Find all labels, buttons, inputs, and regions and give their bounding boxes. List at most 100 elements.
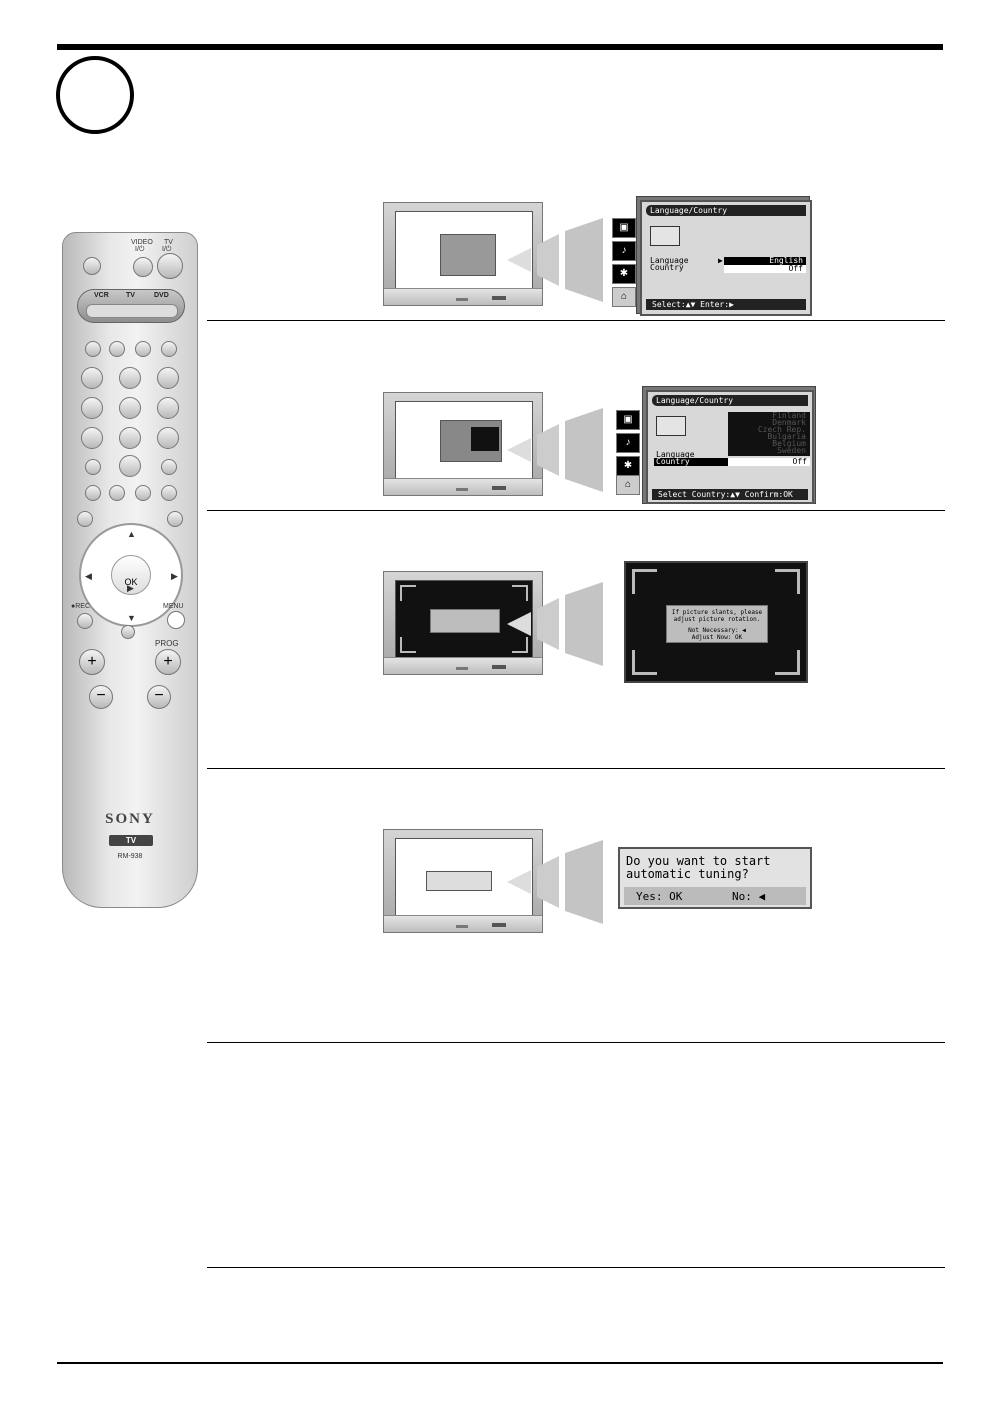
up-arrow-icon: ▲ [127,529,136,539]
tuning-question-1: Do you want to start [626,854,771,868]
menu-button[interactable] [167,611,185,629]
tv-illustration [383,571,543,675]
language-label: Language [650,256,689,265]
video-power-label: I/⏻ [135,246,145,253]
preview-box [656,416,686,436]
function-button[interactable] [135,341,151,357]
frame-corner [512,637,528,653]
number-button[interactable] [119,455,141,477]
frame-corner [512,585,528,601]
picture-button[interactable] [109,485,125,501]
ok-label: OK [124,577,138,587]
play-icon: ▶ [127,583,134,593]
country-option[interactable]: Finland [772,411,806,420]
country-option[interactable]: Bulgaria [767,432,806,441]
tv-led [492,923,506,927]
features-menu-icon[interactable]: ✱ [612,264,636,284]
prog-label: PROG [155,639,179,648]
features-menu-icon[interactable]: ✱ [616,456,640,476]
menu-footer: Select Country:▲▼ Confirm:OK [652,489,808,500]
program-down-button[interactable]: − [147,685,171,709]
setup-menu-icon[interactable]: ⌂ [616,475,640,495]
number-button[interactable] [157,427,179,449]
frame-corner [400,585,416,601]
back-button[interactable] [161,459,177,475]
sound-button[interactable] [85,485,101,501]
frame-corner [775,569,800,594]
country-label: Country [650,263,684,272]
info-button[interactable] [85,459,101,475]
tv-led [492,486,506,490]
section-divider [207,1267,945,1268]
rotation-screen: If picture slants, please adjust picture… [624,561,808,683]
tv-screen [395,401,533,479]
widescreen-button[interactable] [161,485,177,501]
navigation-pad[interactable]: ▲ ▼ ◀ ▶ ▶ OK [79,523,183,627]
rotation-line-2: adjust picture rotation. [673,616,761,623]
country-list[interactable]: Finland Denmark Czech Rep. Bulgaria Belg… [728,412,810,456]
tv-source-label: TV [126,292,135,299]
rotation-thumbnail [430,609,500,633]
volume-down-button[interactable]: − [89,685,113,709]
menu-label: MENU [163,603,184,610]
volume-up-button[interactable]: + [79,649,105,675]
vcr-label: VCR [94,292,109,299]
frame-corner [632,569,657,594]
guide-button[interactable] [167,511,183,527]
number-button[interactable] [119,427,141,449]
sound-menu-icon[interactable]: ♪ [616,433,640,453]
section-divider [207,1042,945,1043]
source-selector[interactable]: VCR TV DVD [77,289,185,323]
picture-menu-icon[interactable]: ▣ [616,410,640,430]
country-menu: Language/Country Finland Denmark Czech R… [646,390,814,504]
screen-button[interactable] [135,485,151,501]
number-button[interactable] [81,397,103,419]
tv-base [384,915,542,932]
country-option[interactable]: Sweden [777,446,806,455]
rec-label: ●REC [71,603,91,610]
mute-button[interactable] [83,257,101,275]
no-option[interactable]: No: ◀ [732,890,766,903]
number-button[interactable] [119,397,141,419]
source-slider[interactable] [86,304,178,318]
number-button[interactable] [81,427,103,449]
zoom-beam [507,408,603,492]
sound-menu-icon[interactable]: ♪ [612,241,636,261]
picture-menu-icon[interactable]: ▣ [612,218,636,238]
adjust-now-option[interactable]: Adjust Now: OK [691,634,743,641]
tv-power-button[interactable] [157,253,183,279]
number-button[interactable] [81,367,103,389]
osd-thumbnail [440,234,496,276]
number-button[interactable] [119,367,141,389]
teletext-button[interactable] [77,511,93,527]
menu-title: Language/Country [652,395,808,406]
rec-button[interactable] [77,613,93,629]
function-button[interactable] [121,625,135,639]
tv-illustration [383,829,543,933]
zoom-beam [507,218,603,302]
country-option[interactable]: Belgium [772,439,806,448]
input-button[interactable] [161,341,177,357]
number-button[interactable] [157,367,179,389]
tv-led [492,296,506,300]
video-power-button[interactable] [133,257,153,277]
frame-corner [400,637,416,653]
function-button[interactable] [109,341,125,357]
program-up-button[interactable]: + [155,649,181,675]
zoom-beam [507,582,603,666]
number-button[interactable] [157,397,179,419]
not-necessary-option[interactable]: Not Necessary: ◀ [688,627,746,634]
rotation-dialog: If picture slants, please adjust picture… [666,605,768,643]
country-option[interactable]: Czech Rep. [757,425,806,434]
country-option[interactable]: Denmark [772,418,806,427]
yes-option[interactable]: Yes: OK [636,890,683,903]
step-circle [56,56,134,134]
language-value[interactable]: English [724,257,806,265]
auto-tuning-dialog: Do you want to start automatic tuning? Y… [618,847,812,909]
teletext-button[interactable] [85,341,101,357]
preview-box [650,226,680,246]
setup-menu-icon[interactable]: ⌂ [612,287,636,307]
country-value[interactable]: Off [724,265,806,273]
country-value[interactable]: Off [728,458,810,466]
ok-button[interactable]: ▶ OK [111,555,151,595]
